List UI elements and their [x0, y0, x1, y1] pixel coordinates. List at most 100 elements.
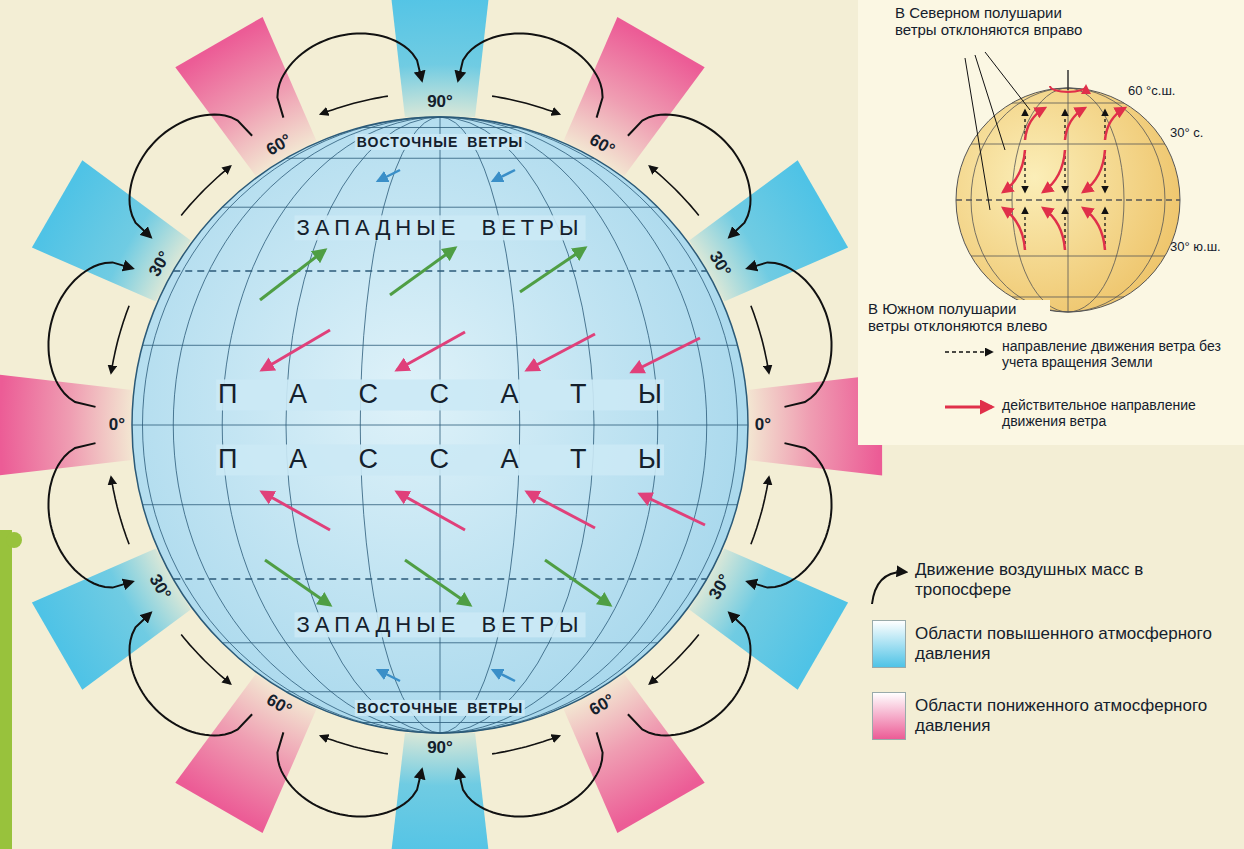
air-mass-flow — [277, 34, 422, 118]
legend-text: Области повышенного атмосферного давлени… — [915, 624, 1235, 663]
latitude-label: 30° — [145, 247, 175, 279]
legend-curved-arrow — [872, 572, 906, 604]
legend-text: Движение воздушных масс в тропосфере — [915, 560, 1235, 599]
inset-meridian — [971, 88, 1165, 312]
polar-easterly-arrow — [378, 170, 400, 181]
pressure-band — [390, 0, 491, 117]
inset-latitude-label: 30° ю.ш. — [1170, 240, 1221, 255]
latitude-label: 0° — [109, 415, 125, 435]
polar-easterly-arrow — [493, 670, 515, 681]
real-wind-arrow — [1065, 108, 1085, 140]
wind-belt-label: П А С С А Т Ы — [216, 379, 664, 410]
real-wind-arrow — [1043, 150, 1065, 192]
wind-belt-label: ЗАПАДНЫЕ ВЕТРЫ — [295, 612, 586, 637]
legend-text: действительное направление движения ветр… — [1002, 397, 1238, 429]
latitude-label: 90° — [427, 738, 453, 758]
air-mass-flow — [747, 262, 831, 407]
westerly-arrow — [545, 560, 610, 605]
page-edge-dot — [6, 532, 22, 548]
globe — [132, 117, 748, 733]
westerly-arrow — [390, 248, 455, 295]
inset-meridian — [1012, 88, 1124, 312]
inset-latitude-label: 60 °с.ш. — [1128, 84, 1175, 99]
inset-latitude-label: 30° с. — [1170, 126, 1203, 141]
pressure-band — [689, 549, 848, 690]
latitude-label: 60° — [262, 130, 294, 160]
leader-line — [985, 52, 1030, 110]
surface-flow — [321, 736, 388, 754]
pressure-band — [175, 17, 316, 176]
pressure-band — [689, 160, 848, 301]
legend-swatch — [872, 692, 906, 740]
pressure-band — [564, 17, 705, 176]
meridian-line — [173, 117, 706, 733]
wind-belt-label: ВОСТОЧНЫЕ ВЕТРЫ — [355, 700, 525, 716]
trade-wind-arrow — [262, 330, 330, 370]
latitude-label: 60° — [585, 130, 617, 160]
wind-belt-label: ВОСТОЧНЫЕ ВЕТРЫ — [355, 134, 525, 150]
legend-text: направление движения ветра без учета вра… — [1002, 338, 1238, 370]
latitude-label: 30° — [145, 570, 175, 602]
real-wind-arrow — [1083, 150, 1105, 192]
air-mass-flow — [458, 34, 602, 118]
westerly-arrow — [405, 560, 470, 605]
westerly-arrow — [265, 560, 330, 605]
air-mass-flow — [747, 443, 831, 587]
meridian-line — [440, 117, 441, 733]
air-mass-flow — [49, 443, 133, 587]
trade-wind-arrow — [397, 492, 465, 530]
inset-meridian — [1068, 88, 1069, 312]
real-wind-arrow — [1083, 208, 1105, 250]
pressure-band — [564, 674, 705, 833]
westerly-arrow — [260, 250, 325, 300]
polar-easterly-arrow — [493, 170, 515, 181]
inset-note: В Южном полушарии ветры отклоняются влев… — [866, 300, 1050, 335]
air-mass-flow — [49, 262, 133, 407]
latitude-label: 60° — [585, 690, 617, 720]
meridian-line — [142, 117, 737, 733]
trade-wind-arrow — [397, 332, 465, 370]
page-edge-bar — [0, 530, 12, 849]
inset-panel — [858, 0, 1244, 445]
earth-axis — [1067, 70, 1069, 90]
meridian-line — [222, 117, 658, 733]
inset-note: В Северном полушарии ветры отклоняются в… — [893, 4, 1087, 39]
pressure-band — [390, 733, 491, 849]
wind-belt-label: П А С С А Т Ы — [216, 444, 664, 475]
surface-flow — [111, 306, 129, 373]
meridian-line — [286, 117, 594, 733]
surface-flow — [111, 477, 129, 544]
legend-text: Области пониженного атмосферного давлени… — [915, 696, 1235, 735]
pressure-band — [32, 160, 191, 301]
surface-flow — [492, 736, 559, 754]
real-wind-arrow — [1003, 208, 1025, 250]
westerly-arrow — [520, 248, 585, 292]
pressure-band — [0, 375, 132, 476]
real-wind-arrow — [1105, 108, 1125, 140]
latitude-label: 90° — [427, 92, 453, 112]
surface-flow — [751, 306, 769, 373]
leader-line — [975, 55, 1005, 150]
surface-flow — [321, 96, 388, 114]
polar-easterly-arrow — [378, 670, 400, 681]
surface-flow — [751, 477, 769, 544]
surface-flow — [492, 96, 559, 114]
legend-dashed-arrow — [945, 351, 992, 353]
legend-swatch — [872, 620, 906, 668]
latitude-label: 0° — [755, 415, 771, 435]
trade-wind-arrow — [632, 338, 700, 372]
real-wind-arrow — [1025, 108, 1045, 140]
trade-wind-arrow — [262, 492, 330, 530]
legend-red-arrow — [945, 406, 992, 409]
wind-belt-label: ЗАПАДНЫЕ ВЕТРЫ — [295, 215, 586, 240]
pressure-band — [175, 674, 316, 833]
real-wind-arrow — [1043, 208, 1065, 250]
inset-globe — [956, 88, 1180, 312]
latitude-label: 30° — [705, 570, 735, 602]
air-mass-flow — [277, 732, 422, 816]
leader-line — [965, 58, 990, 210]
latitude-label: 60° — [262, 690, 294, 720]
trade-wind-arrow — [527, 492, 595, 528]
air-mass-flow — [458, 732, 602, 816]
trade-wind-arrow — [527, 334, 595, 370]
